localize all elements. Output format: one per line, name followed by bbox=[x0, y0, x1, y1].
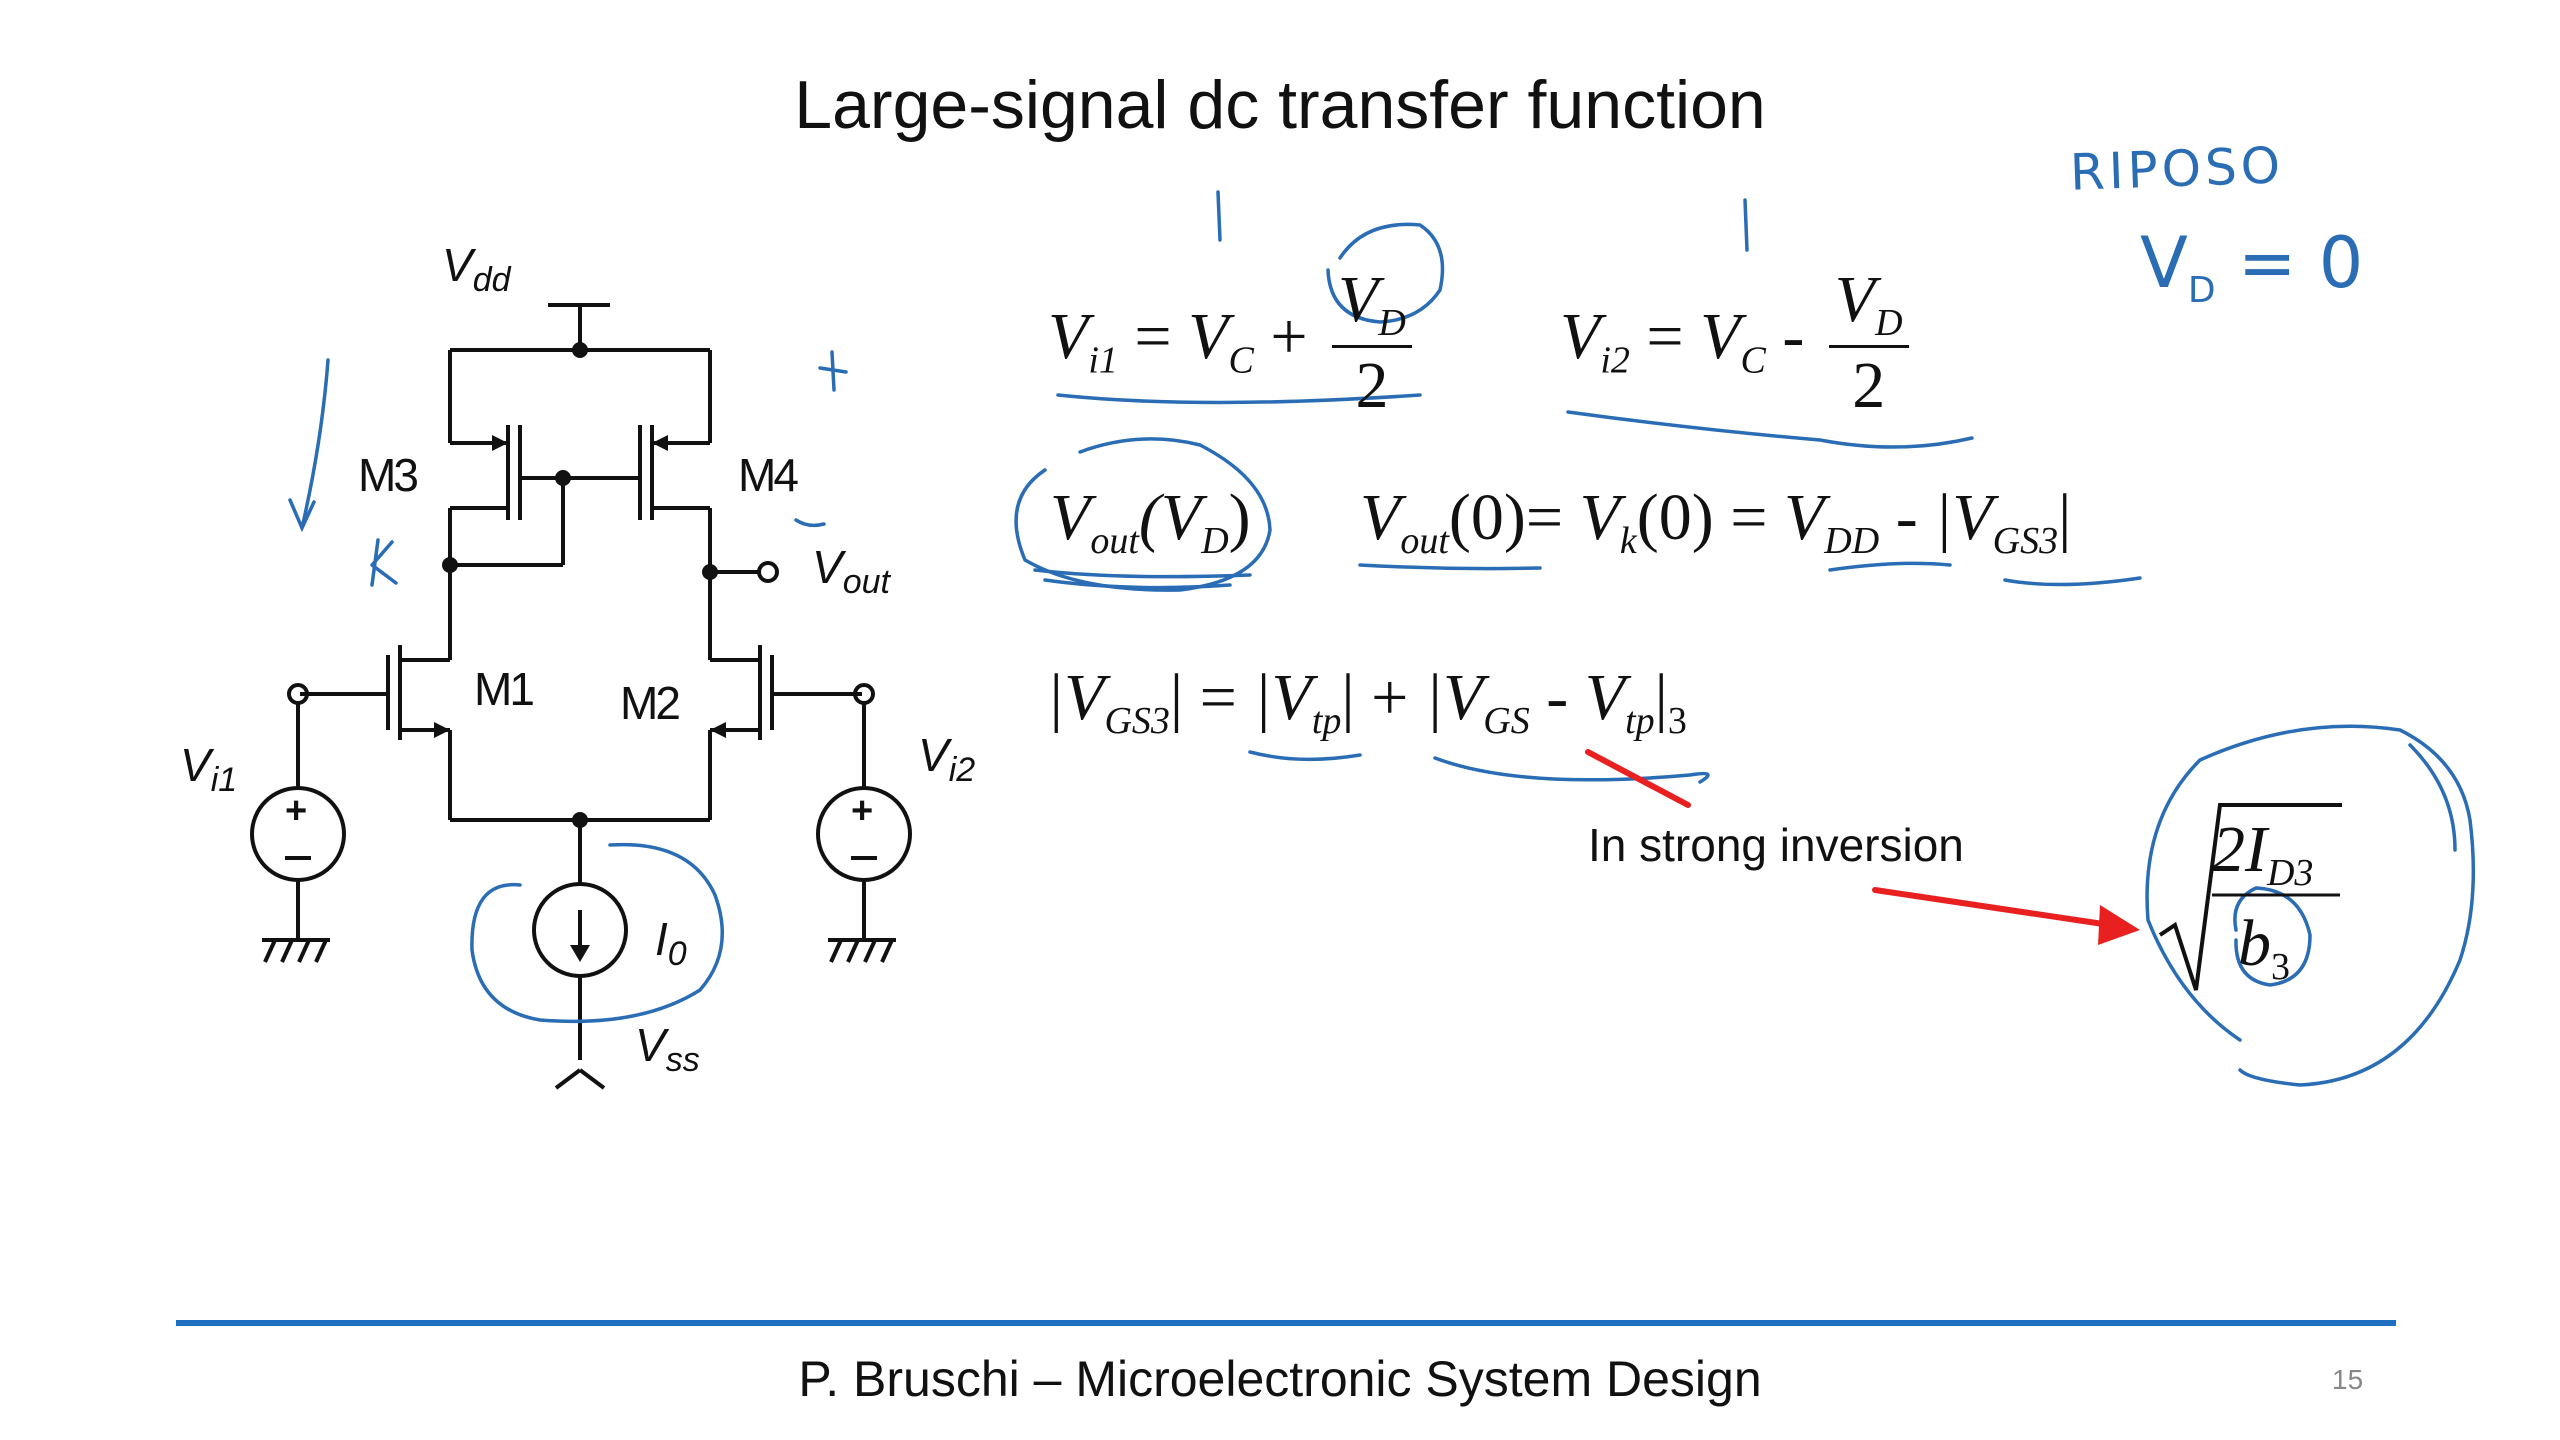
slide-title: Large-signal dc transfer function bbox=[794, 67, 1766, 143]
footer-text: P. Bruschi – Microelectronic System Desi… bbox=[798, 1351, 1762, 1407]
handwritten-riposo: RIPOSO bbox=[2069, 136, 2286, 202]
vi2-plus-sign: + bbox=[851, 790, 874, 832]
handwritten-vd-zero: VD = 0 bbox=[2140, 222, 2364, 311]
vss-label: Vss bbox=[635, 1019, 700, 1080]
sqrt-numerator: 2ID3 bbox=[2212, 813, 2314, 895]
footer-divider bbox=[176, 1320, 2396, 1326]
m1-label: M1 bbox=[474, 663, 535, 715]
equation-vgs3: |VGS3| = |Vtp| + |VGS - Vtp|3 bbox=[1046, 661, 1687, 743]
equation-vout-zero: Vout(0)= Vk(0) = VDD - |VGS3| bbox=[1360, 481, 2072, 563]
m2-label: M2 bbox=[620, 677, 681, 729]
vi1-label: Vi1 bbox=[180, 739, 238, 800]
m3-label: M3 bbox=[358, 449, 419, 501]
i0-label: I0 bbox=[655, 913, 687, 974]
equation-vout-vd: Vout(VD) bbox=[1050, 481, 1251, 563]
strong-inversion-note: In strong inversion bbox=[1588, 819, 1964, 871]
vdd-label: Vdd bbox=[442, 239, 511, 300]
sqrt-denominator: b3 bbox=[2238, 907, 2290, 989]
page-number: 15 bbox=[2332, 1364, 2364, 1395]
vi2-label: Vi2 bbox=[918, 729, 976, 790]
vout-label: Vout bbox=[812, 541, 890, 602]
vi1-plus-sign: + bbox=[285, 790, 308, 832]
m4-label: M4 bbox=[738, 449, 799, 501]
